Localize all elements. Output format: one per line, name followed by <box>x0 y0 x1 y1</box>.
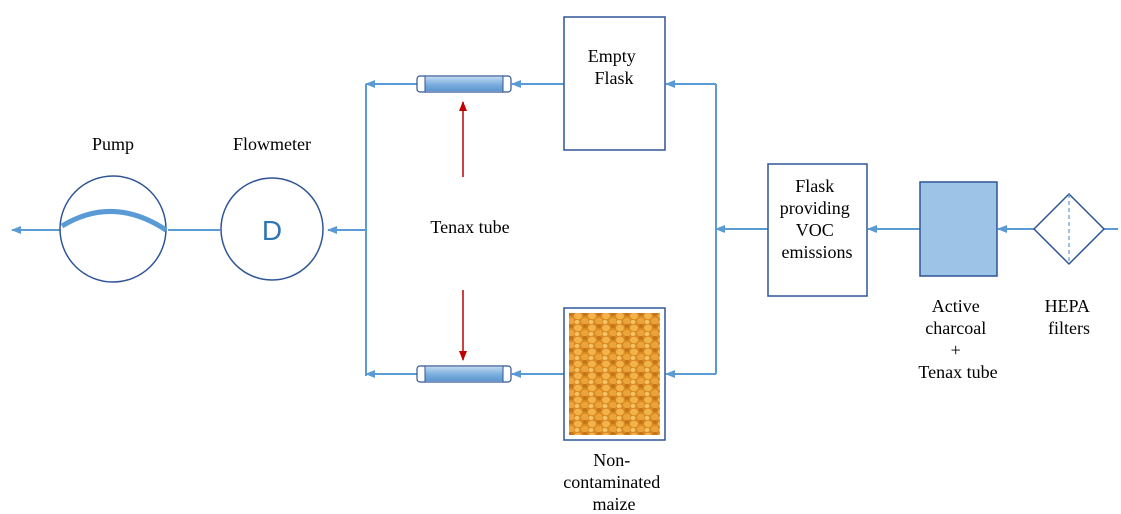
maize-kernels-image <box>569 313 660 435</box>
charcoal-label: Active charcoal + Tenax tube <box>918 296 997 382</box>
hepa-line-1: HEPA <box>1045 296 1090 316</box>
voc-flask-line-3: VOC <box>796 220 834 240</box>
empty-flask-box <box>563 16 666 151</box>
voc-flask-label: Flask providing VOC emissions <box>780 176 855 262</box>
hepa-line-2: filters <box>1048 318 1090 338</box>
charcoal-line-1: Active <box>932 296 980 316</box>
tenax-tube-label: Tenax tube <box>430 217 509 237</box>
empty-flask-line-1: Empty <box>588 46 636 66</box>
empty-flask-label: Empty Flask <box>588 46 641 88</box>
voc-flask-line-4: emissions <box>781 242 852 262</box>
flowmeter-label: Flowmeter <box>233 134 311 154</box>
maize-line-3: maize <box>593 494 636 514</box>
flowmeter-dial-letter: D <box>262 215 282 246</box>
charcoal-line-3: + <box>951 340 961 360</box>
empty-flask-line-2: Flask <box>594 68 633 88</box>
charcoal-line-4: Tenax tube <box>918 362 997 382</box>
tenax-tube-bottom-icon <box>416 365 512 383</box>
voc-flask-box <box>767 163 868 297</box>
maize-label: Non- contaminated maize <box>563 450 664 514</box>
charcoal-cartridge-icon <box>919 181 998 277</box>
hepa-label: HEPA filters <box>1045 296 1094 338</box>
pump-label: Pump <box>92 134 134 154</box>
tenax-tube-top-icon <box>416 75 512 93</box>
maize-line-1: Non- <box>593 450 630 470</box>
hepa-filter-icon <box>1032 192 1106 266</box>
flowmeter-icon: D <box>220 177 324 281</box>
voc-flask-line-2: providing <box>780 198 850 218</box>
voc-flask-line-1: Flask <box>795 176 834 196</box>
flow-lines <box>11 80 1118 378</box>
charcoal-line-2: charcoal <box>925 318 986 338</box>
pump-icon <box>59 175 168 283</box>
maize-line-2: contaminated <box>563 472 660 492</box>
